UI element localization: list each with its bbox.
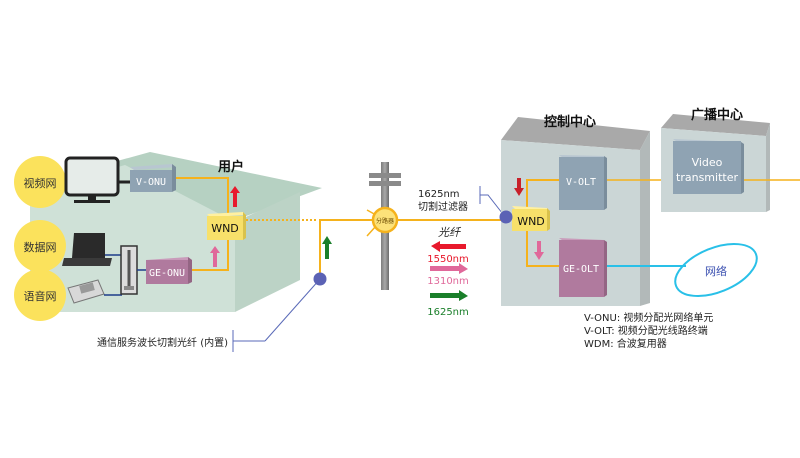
user-wnd-box[interactable]: WND	[207, 212, 246, 240]
v-onu-box[interactable]: V-ONU	[130, 164, 176, 192]
ge-onu-box[interactable]: GE-ONU	[146, 257, 192, 284]
v-olt-box[interactable]: V-OLT	[559, 155, 607, 210]
filter-label-line1: 1625nm	[418, 189, 460, 200]
arrow-up-pink-icon	[210, 246, 220, 267]
v-onu-label: V-ONU	[136, 177, 166, 188]
transmitter-label-line1: Video	[692, 156, 723, 169]
control-wnd-box[interactable]: WND	[512, 206, 550, 231]
broadcast-center-title: 广播中心	[691, 107, 743, 123]
legend-1550-label: 1550nm	[427, 254, 469, 265]
v-olt-label: V-OLT	[566, 177, 596, 188]
fiber-v-onu	[176, 177, 229, 213]
fiber-wnd-ge-olt	[526, 230, 559, 267]
network-cloud-label: 网络	[705, 264, 727, 278]
network-video-label: 视频网	[24, 176, 57, 190]
transmitter-label-line2: transmitter	[676, 171, 738, 184]
network-voice[interactable]: 语音网	[14, 269, 66, 321]
video-transmitter-box[interactable]: Video transmitter	[673, 139, 744, 194]
legend-1625-arrow-icon	[430, 290, 468, 301]
filter-label-line2: 切割过滤器	[418, 200, 468, 213]
control-junction-dot[interactable]	[499, 210, 513, 224]
splitter[interactable]: 分路器	[371, 206, 399, 234]
ge-olt-box[interactable]: GE-OLT	[559, 238, 607, 297]
legend-1550-arrow-icon	[431, 241, 466, 252]
filter-leader	[480, 194, 507, 219]
network-cloud[interactable]: 网络	[668, 233, 764, 306]
user-wnd-label: WND	[211, 222, 239, 235]
splitter-label: 分路器	[376, 217, 394, 225]
fiber-drop	[319, 219, 372, 279]
arrow-up-red-icon	[230, 186, 240, 207]
legend-1310-arrow-icon	[430, 263, 468, 274]
ge-olt-label: GE-OLT	[563, 264, 599, 275]
router-tower-icon	[120, 245, 146, 295]
glossary-item: V-OLT: 视频分配光线路终端	[584, 324, 708, 337]
tv-icon	[64, 156, 130, 203]
fiber-ge-onu	[192, 240, 229, 271]
network-video[interactable]: 视频网	[14, 156, 66, 208]
fiber-legend-title: 光纤	[438, 226, 462, 239]
builtin-fiber-leader	[264, 278, 321, 342]
arrow-down-darkred-icon	[514, 178, 524, 196]
glossary: V-ONU: 视频分配光网络单元 V-OLT: 视频分配光线路终端 WDM: 合…	[584, 311, 713, 350]
control-center-title: 控制中心	[544, 114, 596, 130]
user-title: 用户	[217, 159, 244, 175]
house-side	[235, 192, 300, 312]
user-junction-dot[interactable]	[313, 272, 327, 286]
laptop-icon	[62, 233, 122, 266]
builtin-fiber-label: 通信服务波长切割光纤 (内置)	[97, 336, 228, 349]
network-data[interactable]: 数据网	[14, 220, 66, 272]
network-voice-label: 语音网	[24, 289, 57, 303]
network-data-label: 数据网	[24, 240, 57, 254]
glossary-item: WDM: 合波复用器	[584, 337, 667, 350]
fiber-wnd-v-olt	[526, 179, 559, 209]
legend-1310-label: 1310nm	[427, 276, 469, 287]
arrow-down-pink-icon	[534, 241, 544, 260]
phone-icon	[67, 279, 122, 304]
arrow-up-green-icon	[322, 236, 332, 259]
glossary-item: V-ONU: 视频分配光网络单元	[584, 311, 713, 324]
legend-1625-label: 1625nm	[427, 307, 469, 318]
control-wnd-label: WND	[517, 215, 545, 228]
ge-onu-label: GE-ONU	[149, 268, 185, 279]
